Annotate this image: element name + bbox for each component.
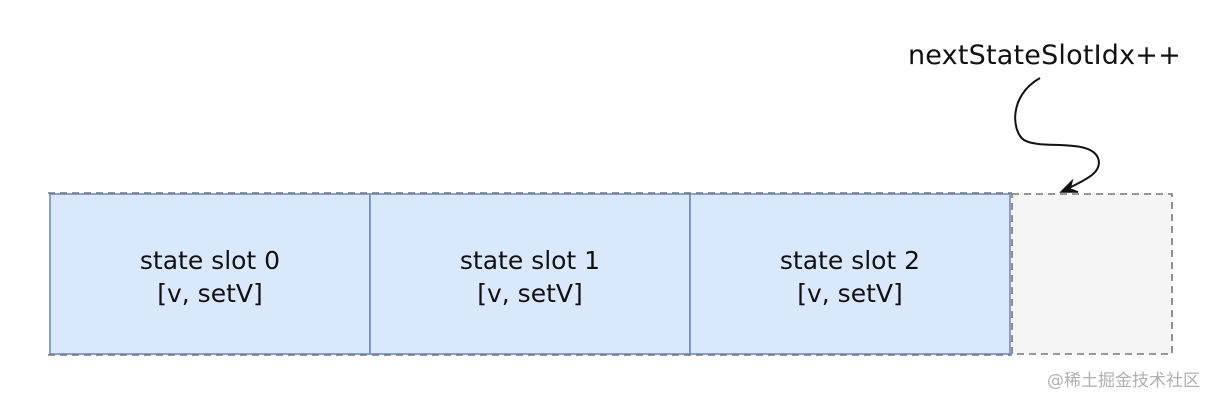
state-slot-0-value: [v, setV] <box>157 279 263 308</box>
state-slot-1-title: state slot 1 <box>459 246 601 275</box>
state-slot-0-box <box>49 193 371 355</box>
next-state-slot-idx-label: nextStateSlotIdx++ <box>908 40 1181 71</box>
state-slot-2-box <box>689 193 1011 355</box>
state-slot-1-box <box>369 193 691 355</box>
state-slot-2-title: state slot 2 <box>779 246 921 275</box>
empty-slot-box <box>1011 193 1173 355</box>
pointer-arrow <box>1014 77 1100 192</box>
state-slot-1-value: [v, setV] <box>477 279 583 308</box>
state-slot-1: state slot 1 [v, setV] <box>370 244 690 310</box>
state-slot-0: state slot 0 [v, setV] <box>50 244 370 310</box>
state-slot-0-title: state slot 0 <box>139 246 281 275</box>
state-slot-2: state slot 2 [v, setV] <box>690 244 1010 310</box>
pointer-arrow-head <box>1059 178 1079 193</box>
state-slot-2-value: [v, setV] <box>797 279 903 308</box>
slots-dashed-outline <box>48 192 1012 356</box>
watermark-text: @稀土掘金技术社区 <box>1047 371 1200 391</box>
